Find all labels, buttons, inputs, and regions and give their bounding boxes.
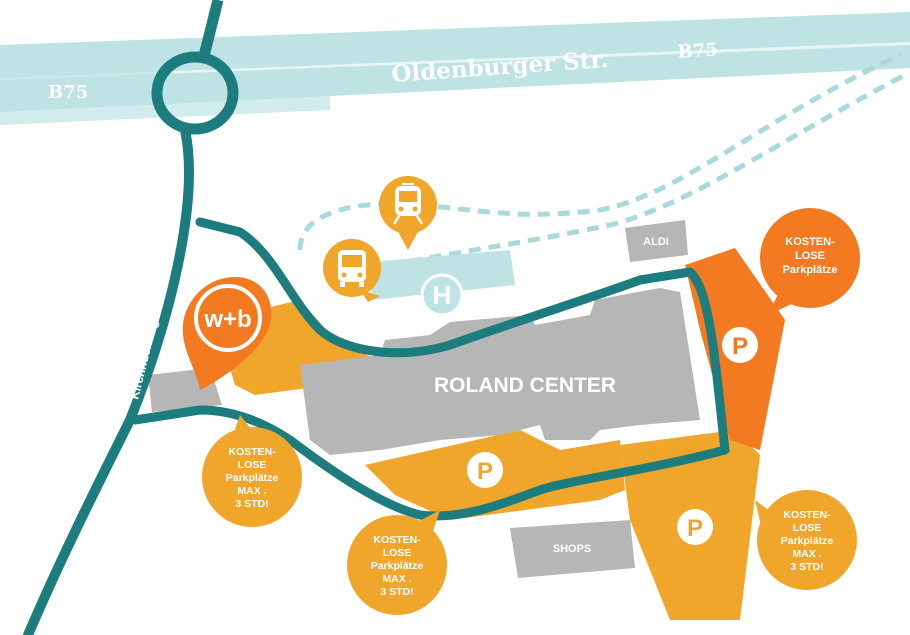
callout-line: 3 STD!	[380, 586, 413, 598]
callout-line: KOSTEN-	[228, 446, 276, 458]
callout-line: LOSE	[795, 250, 825, 262]
wb-logo-marker: w+b	[182, 277, 272, 390]
parking-letter: P	[687, 515, 703, 542]
wb-logo-text: w+b	[203, 306, 251, 333]
callout-line: 3 STD!	[235, 498, 268, 510]
callout-line: 3 STD!	[790, 561, 823, 573]
callout-line: Parkplätze	[371, 560, 424, 572]
callout-free-parking-right: KOSTEN- LOSE Parkplätze MAX . 3 STD!	[755, 490, 857, 590]
b75-label-left: B75	[48, 82, 88, 103]
parking-letter: P	[477, 458, 493, 485]
side-street	[23, 125, 194, 635]
aldi-building	[625, 220, 688, 262]
callout-line: LOSE	[383, 547, 412, 559]
callout-line: KOSTEN-	[373, 534, 421, 546]
parking-marker-bottom: P	[467, 452, 503, 488]
buildings: ROLAND CENTER ALDI SHOPS	[148, 220, 700, 578]
rail-lines	[297, 52, 907, 268]
parking-letter: P	[732, 333, 748, 360]
shops-building	[510, 520, 635, 578]
aldi-label: ALDI	[643, 236, 669, 248]
parking-markers: P P P	[467, 327, 758, 545]
parking-marker-right: P	[677, 509, 713, 545]
parking-marker-orange: P	[722, 327, 758, 363]
callout-line: Parkplätze	[782, 264, 837, 276]
shops-label: SHOPS	[553, 543, 592, 555]
callout-free-parking-left: KOSTEN- LOSE Parkplätze MAX . 3 STD!	[202, 415, 302, 527]
callout-line: Parkplätze	[781, 535, 834, 547]
callout-line: MAX .	[237, 485, 266, 497]
hospital-letter: H	[433, 280, 452, 310]
b75-label-right: B75	[677, 39, 719, 63]
roland-center-building	[300, 288, 700, 455]
ring-road	[130, 217, 730, 521]
callout-line: MAX .	[792, 548, 821, 560]
train-icon	[379, 176, 437, 250]
callout-line: KOSTEN-	[783, 509, 831, 521]
callout-line: LOSE	[793, 522, 822, 534]
roland-center-label: ROLAND CENTER	[434, 374, 616, 397]
bus-icon	[323, 239, 381, 302]
callout-line: Parkplätze	[226, 472, 279, 484]
roundabout	[151, 0, 239, 135]
callout-free-parking-orange: KOSTEN- LOSE Parkplätze	[760, 208, 860, 315]
callout-line: MAX .	[382, 573, 411, 585]
callout-free-parking-bottom: KOSTEN- LOSE Parkplätze MAX . 3 STD!	[347, 510, 447, 615]
hospital-area: H	[370, 250, 515, 317]
callout-line: LOSE	[238, 459, 267, 471]
callout-line: KOSTEN-	[785, 236, 835, 248]
